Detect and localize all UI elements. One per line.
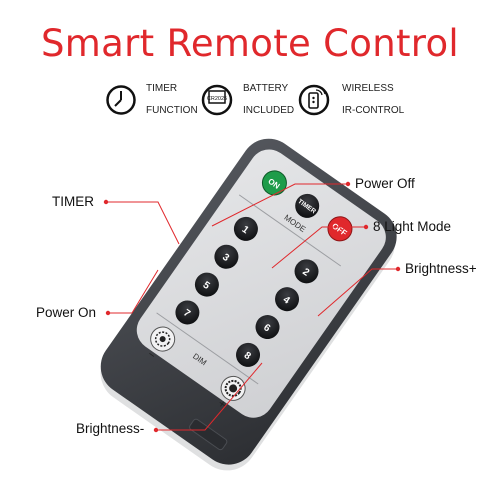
callout-power-on: Power On: [36, 305, 97, 320]
callout-power-off: Power Off: [355, 176, 415, 191]
callout-line-timer: [106, 201, 180, 245]
callout-light-mode: 8 Light Mode: [373, 219, 452, 234]
feature-timer-line1: TIMER: [146, 83, 178, 94]
callout-line-light-mode: [271, 226, 366, 269]
number-button-7[interactable]: 7: [171, 296, 204, 329]
feature-wireless-line2: IR-CONTROL: [342, 105, 405, 116]
off-button[interactable]: OFF: [323, 212, 356, 245]
number-button-3[interactable]: 3: [210, 240, 243, 273]
battery-door: [189, 418, 228, 451]
number-button-5[interactable]: 5: [190, 268, 223, 301]
wireless-remote-icon: [298, 84, 330, 116]
number-button-7-label: 7: [181, 308, 192, 320]
brightness-down-button[interactable]: [146, 322, 179, 355]
brightness-up-sun-icon: [224, 379, 242, 397]
callout-line-power-on: [108, 269, 159, 314]
battery-icon: CR2025: [201, 84, 233, 116]
callout-brightness-up: Brightness+: [405, 261, 477, 276]
feature-timer-line2: FUNCTION: [146, 105, 198, 116]
feature-battery-line2: INCLUDED: [243, 105, 295, 116]
feature-wireless-line1: WIRELESS: [342, 83, 394, 94]
number-button-3-label: 3: [220, 252, 231, 264]
feature-timer: TIMER FUNCTION: [146, 78, 198, 122]
brightness-down-sun-icon: [154, 331, 171, 347]
callout-timer: TIMER: [52, 194, 94, 209]
number-button-8-label: 8: [242, 350, 253, 362]
page-title: Smart Remote Control: [41, 22, 459, 65]
number-button-6[interactable]: 6: [251, 310, 284, 343]
timer-button[interactable]: TIMER: [290, 189, 323, 222]
callout-line-power-off: [211, 183, 348, 227]
battery-icon-label: CR2025: [207, 96, 227, 102]
number-button-8[interactable]: 8: [231, 338, 264, 371]
clock-icon: [106, 85, 136, 115]
remote-face: [136, 149, 386, 418]
callout-brightness-down: Brightness-: [76, 421, 145, 436]
number-button-1[interactable]: 1: [229, 212, 262, 245]
number-button-4[interactable]: 4: [270, 282, 303, 315]
feature-wireless: WIRELESS IR-CONTROL: [342, 78, 404, 122]
feature-battery: BATTERY INCLUDED: [243, 78, 294, 122]
number-button-6-label: 6: [261, 322, 272, 334]
number-button-5-label: 5: [201, 280, 212, 292]
number-button-2-label: 2: [300, 266, 311, 278]
callout-line-brightness-down: [156, 362, 263, 431]
number-button-2[interactable]: 2: [290, 255, 323, 288]
number-button-4-label: 4: [281, 294, 292, 306]
number-button-1-label: 1: [240, 224, 251, 236]
brightness-up-button[interactable]: [216, 372, 249, 405]
feature-battery-line1: BATTERY: [243, 83, 289, 94]
callout-line-brightness-up: [317, 268, 398, 317]
